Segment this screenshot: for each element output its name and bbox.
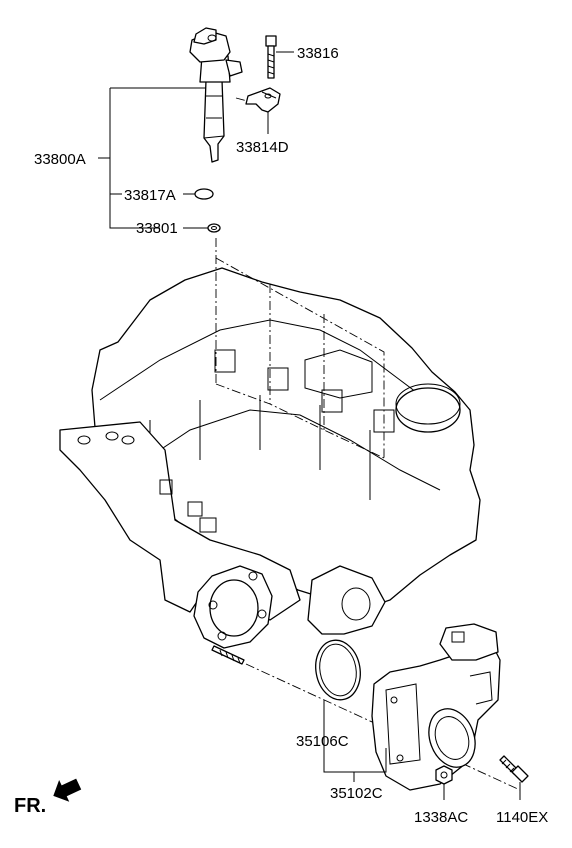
copper-washer bbox=[207, 223, 221, 233]
label-o-ring: 33817A bbox=[124, 187, 176, 204]
front-arrow-icon bbox=[53, 778, 82, 802]
label-nut: 1338AC bbox=[414, 809, 468, 826]
o-ring-seal bbox=[194, 188, 214, 200]
label-throttle-body: 35102C bbox=[330, 785, 383, 802]
front-direction-marker: FR. bbox=[14, 778, 82, 817]
flange-stud bbox=[211, 645, 245, 665]
leader-lines bbox=[98, 51, 521, 800]
throttle-gasket bbox=[315, 639, 361, 701]
label-gasket: 35106C bbox=[296, 733, 349, 750]
label-bolt: 33816 bbox=[297, 45, 339, 62]
label-flange-bolt: 1140EX bbox=[496, 809, 548, 826]
hex-nut bbox=[435, 765, 453, 785]
label-injector-assy: 33800A bbox=[34, 151, 86, 168]
throttle-body bbox=[371, 623, 501, 791]
hold-down-bolt bbox=[265, 35, 277, 79]
injector-clamp bbox=[245, 87, 281, 113]
fuel-injector bbox=[189, 27, 243, 163]
flange-bolt bbox=[499, 755, 529, 783]
label-clamp: 33814D bbox=[236, 139, 289, 156]
centre-lines bbox=[215, 97, 521, 791]
label-washer: 33801 bbox=[136, 220, 178, 237]
front-label: FR. bbox=[14, 795, 46, 817]
intake-manifold bbox=[59, 421, 386, 649]
